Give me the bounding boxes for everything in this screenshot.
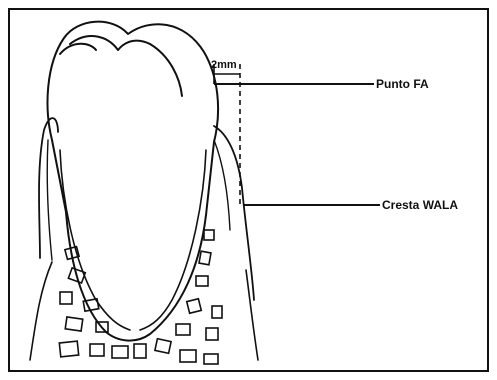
tooth-outline <box>48 22 219 341</box>
bone-left <box>30 262 52 360</box>
fa-point-label: Punto FA <box>376 77 429 91</box>
inner-line-right <box>140 150 206 330</box>
wala-ridge-label: Cresta WALA <box>382 198 458 212</box>
crown-groove <box>150 44 182 96</box>
gingiva-right <box>214 126 254 300</box>
crown-tip <box>60 44 96 54</box>
gingiva-left-inner <box>47 140 52 260</box>
distance-label: 2mm <box>211 59 237 71</box>
gingiva-left <box>39 118 58 258</box>
gingiva-right-inner <box>214 140 230 230</box>
inner-line-left <box>60 150 130 330</box>
